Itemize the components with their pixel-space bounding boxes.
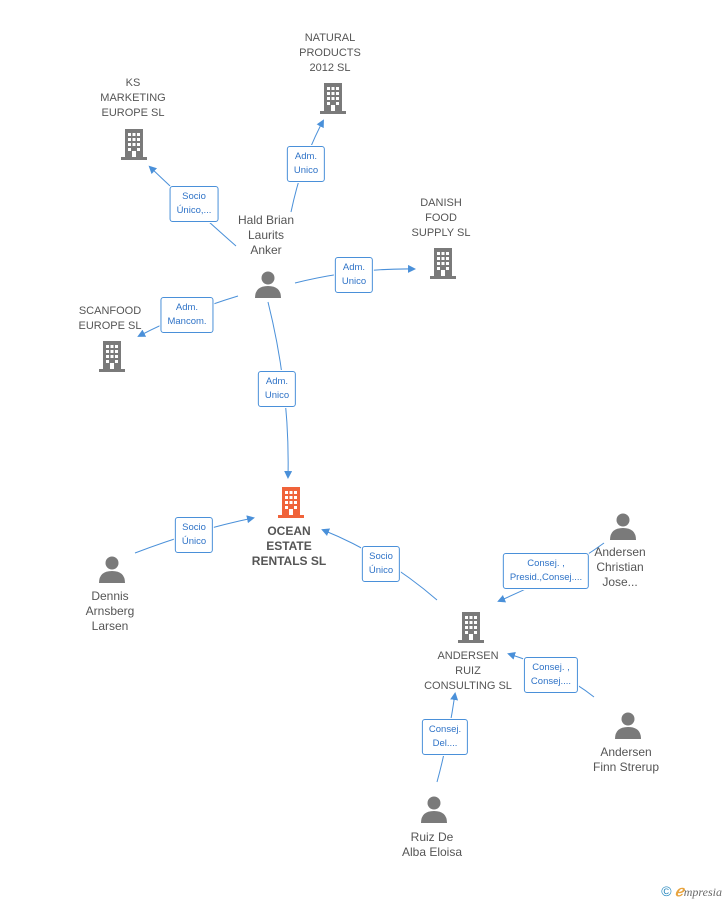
person-icon[interactable] — [608, 511, 638, 541]
edge-label-hald-ks[interactable]: Socio Único,... — [169, 186, 219, 222]
building-icon[interactable] — [119, 127, 149, 161]
node-label-ruiz-de-alba[interactable]: Ruiz De Alba Eloisa — [401, 830, 463, 859]
edge-label-andersenruiz-ocean[interactable]: Socio Único — [361, 546, 401, 582]
node-label-scanfood[interactable]: SCANFOOD EUROPE SL — [78, 305, 142, 332]
edge-label-hald-natural[interactable]: Adm. Unico — [286, 146, 326, 182]
building-icon[interactable] — [456, 610, 486, 644]
node-label-andersen-christian[interactable]: Andersen Christian Jose... — [594, 545, 646, 589]
edge-label-hald-scanfood[interactable]: Adm. Mancom. — [160, 297, 214, 333]
node-label-dennis[interactable]: Dennis Arnsberg Larsen — [85, 589, 135, 633]
copyright-icon: © — [661, 883, 672, 899]
edge-label-christian-andersenruiz[interactable]: Consej. , Presid.,Consej.... — [502, 553, 590, 589]
building-icon[interactable] — [318, 81, 348, 115]
brand-logo: © ℯmpresia — [661, 882, 722, 901]
edge-label-dennis-ocean[interactable]: Socio Único — [174, 517, 214, 553]
person-icon[interactable] — [419, 794, 449, 824]
building-icon[interactable] — [428, 246, 458, 280]
person-icon[interactable] — [613, 710, 643, 740]
person-icon[interactable] — [253, 269, 283, 299]
node-label-hald-brian[interactable]: Hald Brian Laurits Anker — [237, 213, 295, 257]
building-icon[interactable] — [276, 485, 306, 519]
node-label-andersen-finn[interactable]: Andersen Finn Strerup — [592, 745, 660, 774]
edge-label-ruizalba-andersenruiz[interactable]: Consej. Del.... — [421, 719, 469, 755]
brand-e-glyph: ℯ — [674, 884, 684, 900]
node-label-natural-products[interactable]: NATURAL PRODUCTS 2012 SL — [299, 32, 361, 74]
edge-label-finn-andersenruiz[interactable]: Consej. , Consej.... — [523, 657, 579, 693]
building-icon[interactable] — [97, 339, 127, 373]
person-icon[interactable] — [97, 554, 127, 584]
edge-label-hald-ocean[interactable]: Adm. Unico — [257, 371, 297, 407]
node-label-ocean-estate[interactable]: OCEAN ESTATE RENTALS SL — [251, 524, 327, 568]
edge-label-hald-danish[interactable]: Adm. Unico — [334, 257, 374, 293]
node-label-danish-food[interactable]: DANISH FOOD SUPPLY SL — [411, 197, 471, 239]
node-label-ks-marketing[interactable]: KS MARKETING EUROPE SL — [100, 77, 166, 119]
brand-name: mpresia — [683, 885, 722, 899]
node-label-andersen-ruiz[interactable]: ANDERSEN RUIZ CONSULTING SL — [424, 650, 512, 692]
